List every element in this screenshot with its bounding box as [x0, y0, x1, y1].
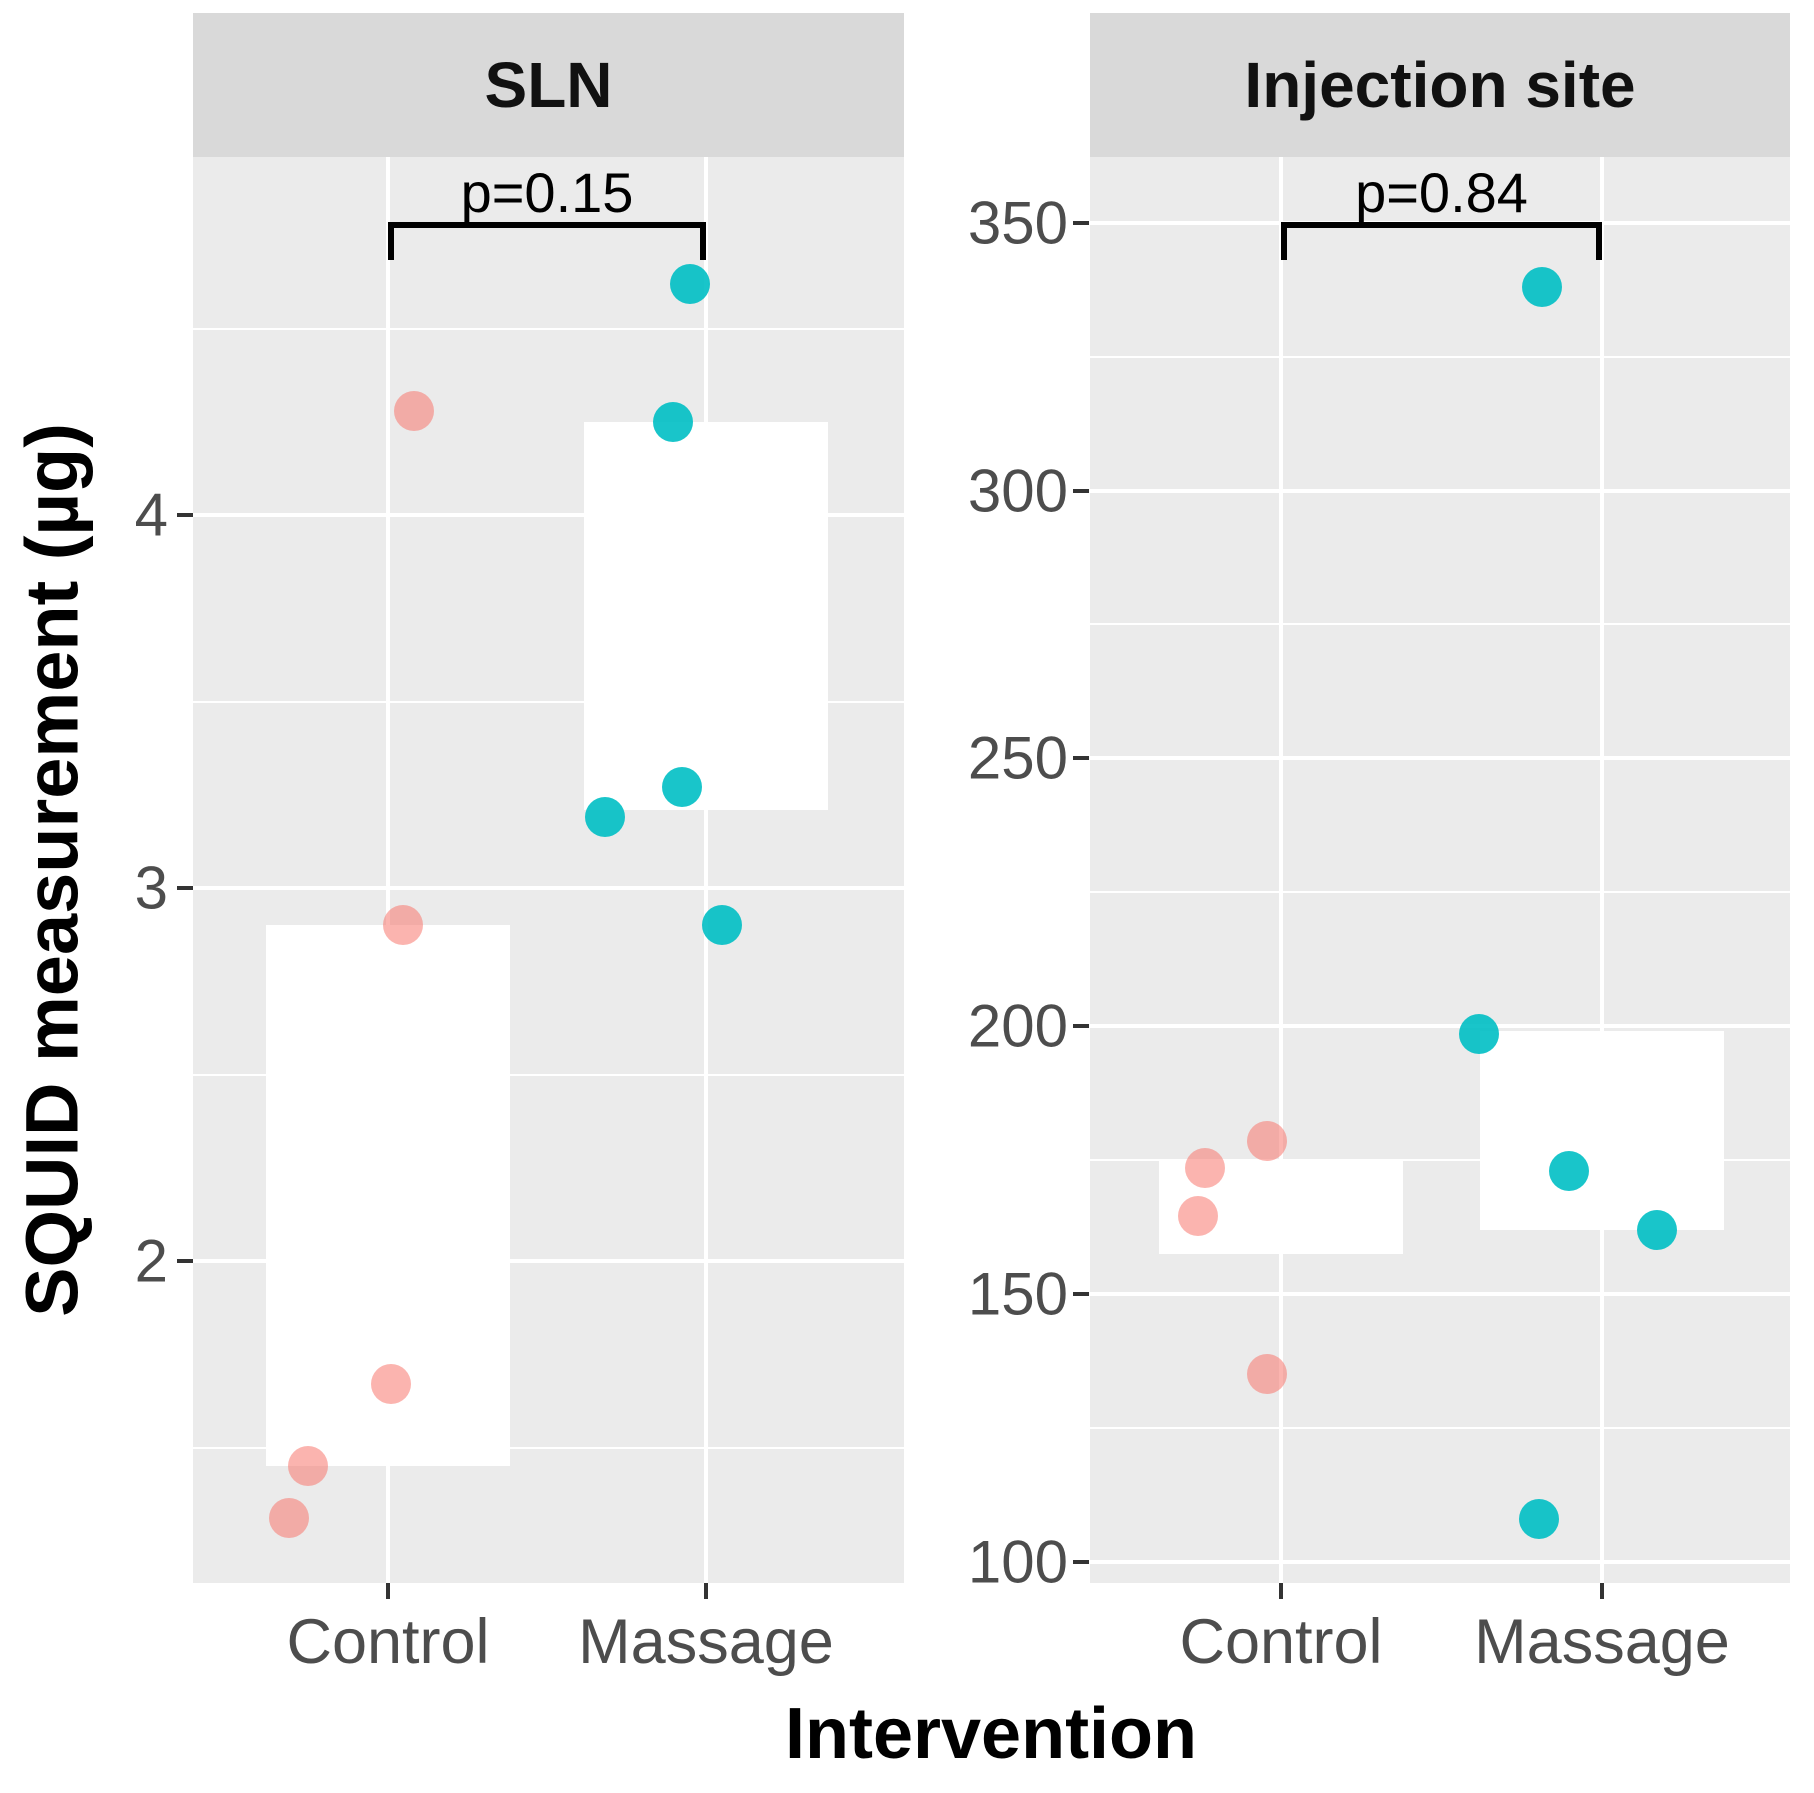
- jitter-point: [1247, 1121, 1287, 1162]
- bracket-horizontal: [1281, 222, 1602, 228]
- p-value-label: p=0.84: [1355, 161, 1528, 224]
- jitter-point: [371, 1364, 411, 1405]
- y-tick-mark: [177, 513, 193, 518]
- gridline-major: [1090, 1024, 1790, 1029]
- y-tick-label: 300: [967, 457, 1068, 525]
- y-tick-label: 2: [134, 1227, 168, 1295]
- facet-strip: SLN: [193, 13, 904, 157]
- x-tick-label: Control: [1179, 1607, 1383, 1677]
- gridline-minor: [193, 1446, 904, 1449]
- gridline-major: [193, 886, 904, 891]
- x-tick-label: Massage: [578, 1607, 834, 1677]
- median-line: [1480, 1165, 1724, 1176]
- gridline-vertical: [1279, 157, 1283, 1583]
- y-tick-mark: [1073, 756, 1089, 761]
- panel-background: [1090, 157, 1790, 1583]
- jitter-point: [1549, 1150, 1589, 1191]
- gridline-minor: [193, 327, 904, 330]
- y-tick-label: 100: [967, 1528, 1068, 1596]
- y-tick-label: 4: [134, 481, 168, 549]
- y-tick-label: 3: [134, 854, 168, 922]
- jitter-point: [1459, 1014, 1499, 1055]
- median-line: [584, 789, 828, 800]
- y-tick-label: 250: [967, 724, 1068, 792]
- y-tick-mark: [1073, 1559, 1089, 1564]
- box-iqr: [1480, 1031, 1724, 1230]
- jitter-point: [585, 797, 625, 838]
- jitter-point: [1637, 1209, 1677, 1250]
- x-tick-label: Control: [286, 1607, 490, 1677]
- facet-strip: Injection site: [1090, 13, 1790, 157]
- bracket-right: [1596, 222, 1602, 260]
- bracket-right: [700, 222, 706, 260]
- gridline-minor: [1090, 1158, 1790, 1161]
- x-axis-title: Intervention: [784, 1694, 1198, 1774]
- p-value-label: p=0.15: [460, 161, 634, 224]
- jitter-point: [662, 767, 702, 808]
- bracket-left: [388, 222, 394, 260]
- y-tick-label: 200: [967, 992, 1068, 1060]
- jitter-point: [670, 263, 710, 304]
- gridline-minor: [193, 700, 904, 703]
- x-tick-mark: [1600, 1583, 1604, 1599]
- jitter-point: [1519, 1498, 1559, 1539]
- y-tick-label: 350: [967, 189, 1068, 257]
- y-tick-label: 150: [967, 1260, 1068, 1328]
- jitter-point: [1178, 1196, 1218, 1237]
- x-tick-mark: [386, 1583, 390, 1599]
- gridline-minor: [193, 1073, 904, 1076]
- jitter-point: [702, 905, 742, 946]
- gridline-major: [1090, 1559, 1790, 1564]
- jitter-point: [383, 905, 423, 946]
- gridline-major: [1090, 756, 1790, 761]
- y-tick-mark: [177, 1259, 193, 1264]
- jitter-point: [653, 401, 693, 442]
- x-tick-mark: [704, 1583, 708, 1599]
- gridline-minor: [1090, 623, 1790, 626]
- gridline-vertical: [704, 157, 708, 1583]
- bracket-left: [1281, 222, 1287, 260]
- jitter-point: [1522, 267, 1562, 308]
- gridline-vertical: [386, 157, 390, 1583]
- x-tick-mark: [1279, 1583, 1283, 1599]
- gridline-minor: [1090, 1426, 1790, 1429]
- y-tick-mark: [177, 886, 193, 891]
- jitter-point: [394, 390, 434, 431]
- gridline-minor: [1090, 891, 1790, 894]
- jitter-point: [288, 1446, 328, 1487]
- jitter-point: [1185, 1147, 1225, 1188]
- gridline-major: [193, 1259, 904, 1264]
- gridline-vertical: [1600, 157, 1604, 1583]
- y-tick-mark: [1073, 1024, 1089, 1029]
- box-iqr: [584, 421, 828, 810]
- jitter-point: [269, 1498, 309, 1539]
- y-tick-mark: [1073, 488, 1089, 493]
- jitter-point: [1247, 1354, 1287, 1395]
- gridline-minor: [1090, 355, 1790, 358]
- gridline-major: [193, 513, 904, 518]
- y-tick-mark: [1073, 220, 1089, 225]
- bracket-horizontal: [388, 222, 706, 228]
- gridline-major: [1090, 488, 1790, 493]
- y-tick-mark: [1073, 1291, 1089, 1296]
- gridline-major: [1090, 1291, 1790, 1296]
- x-tick-label: Massage: [1474, 1607, 1730, 1677]
